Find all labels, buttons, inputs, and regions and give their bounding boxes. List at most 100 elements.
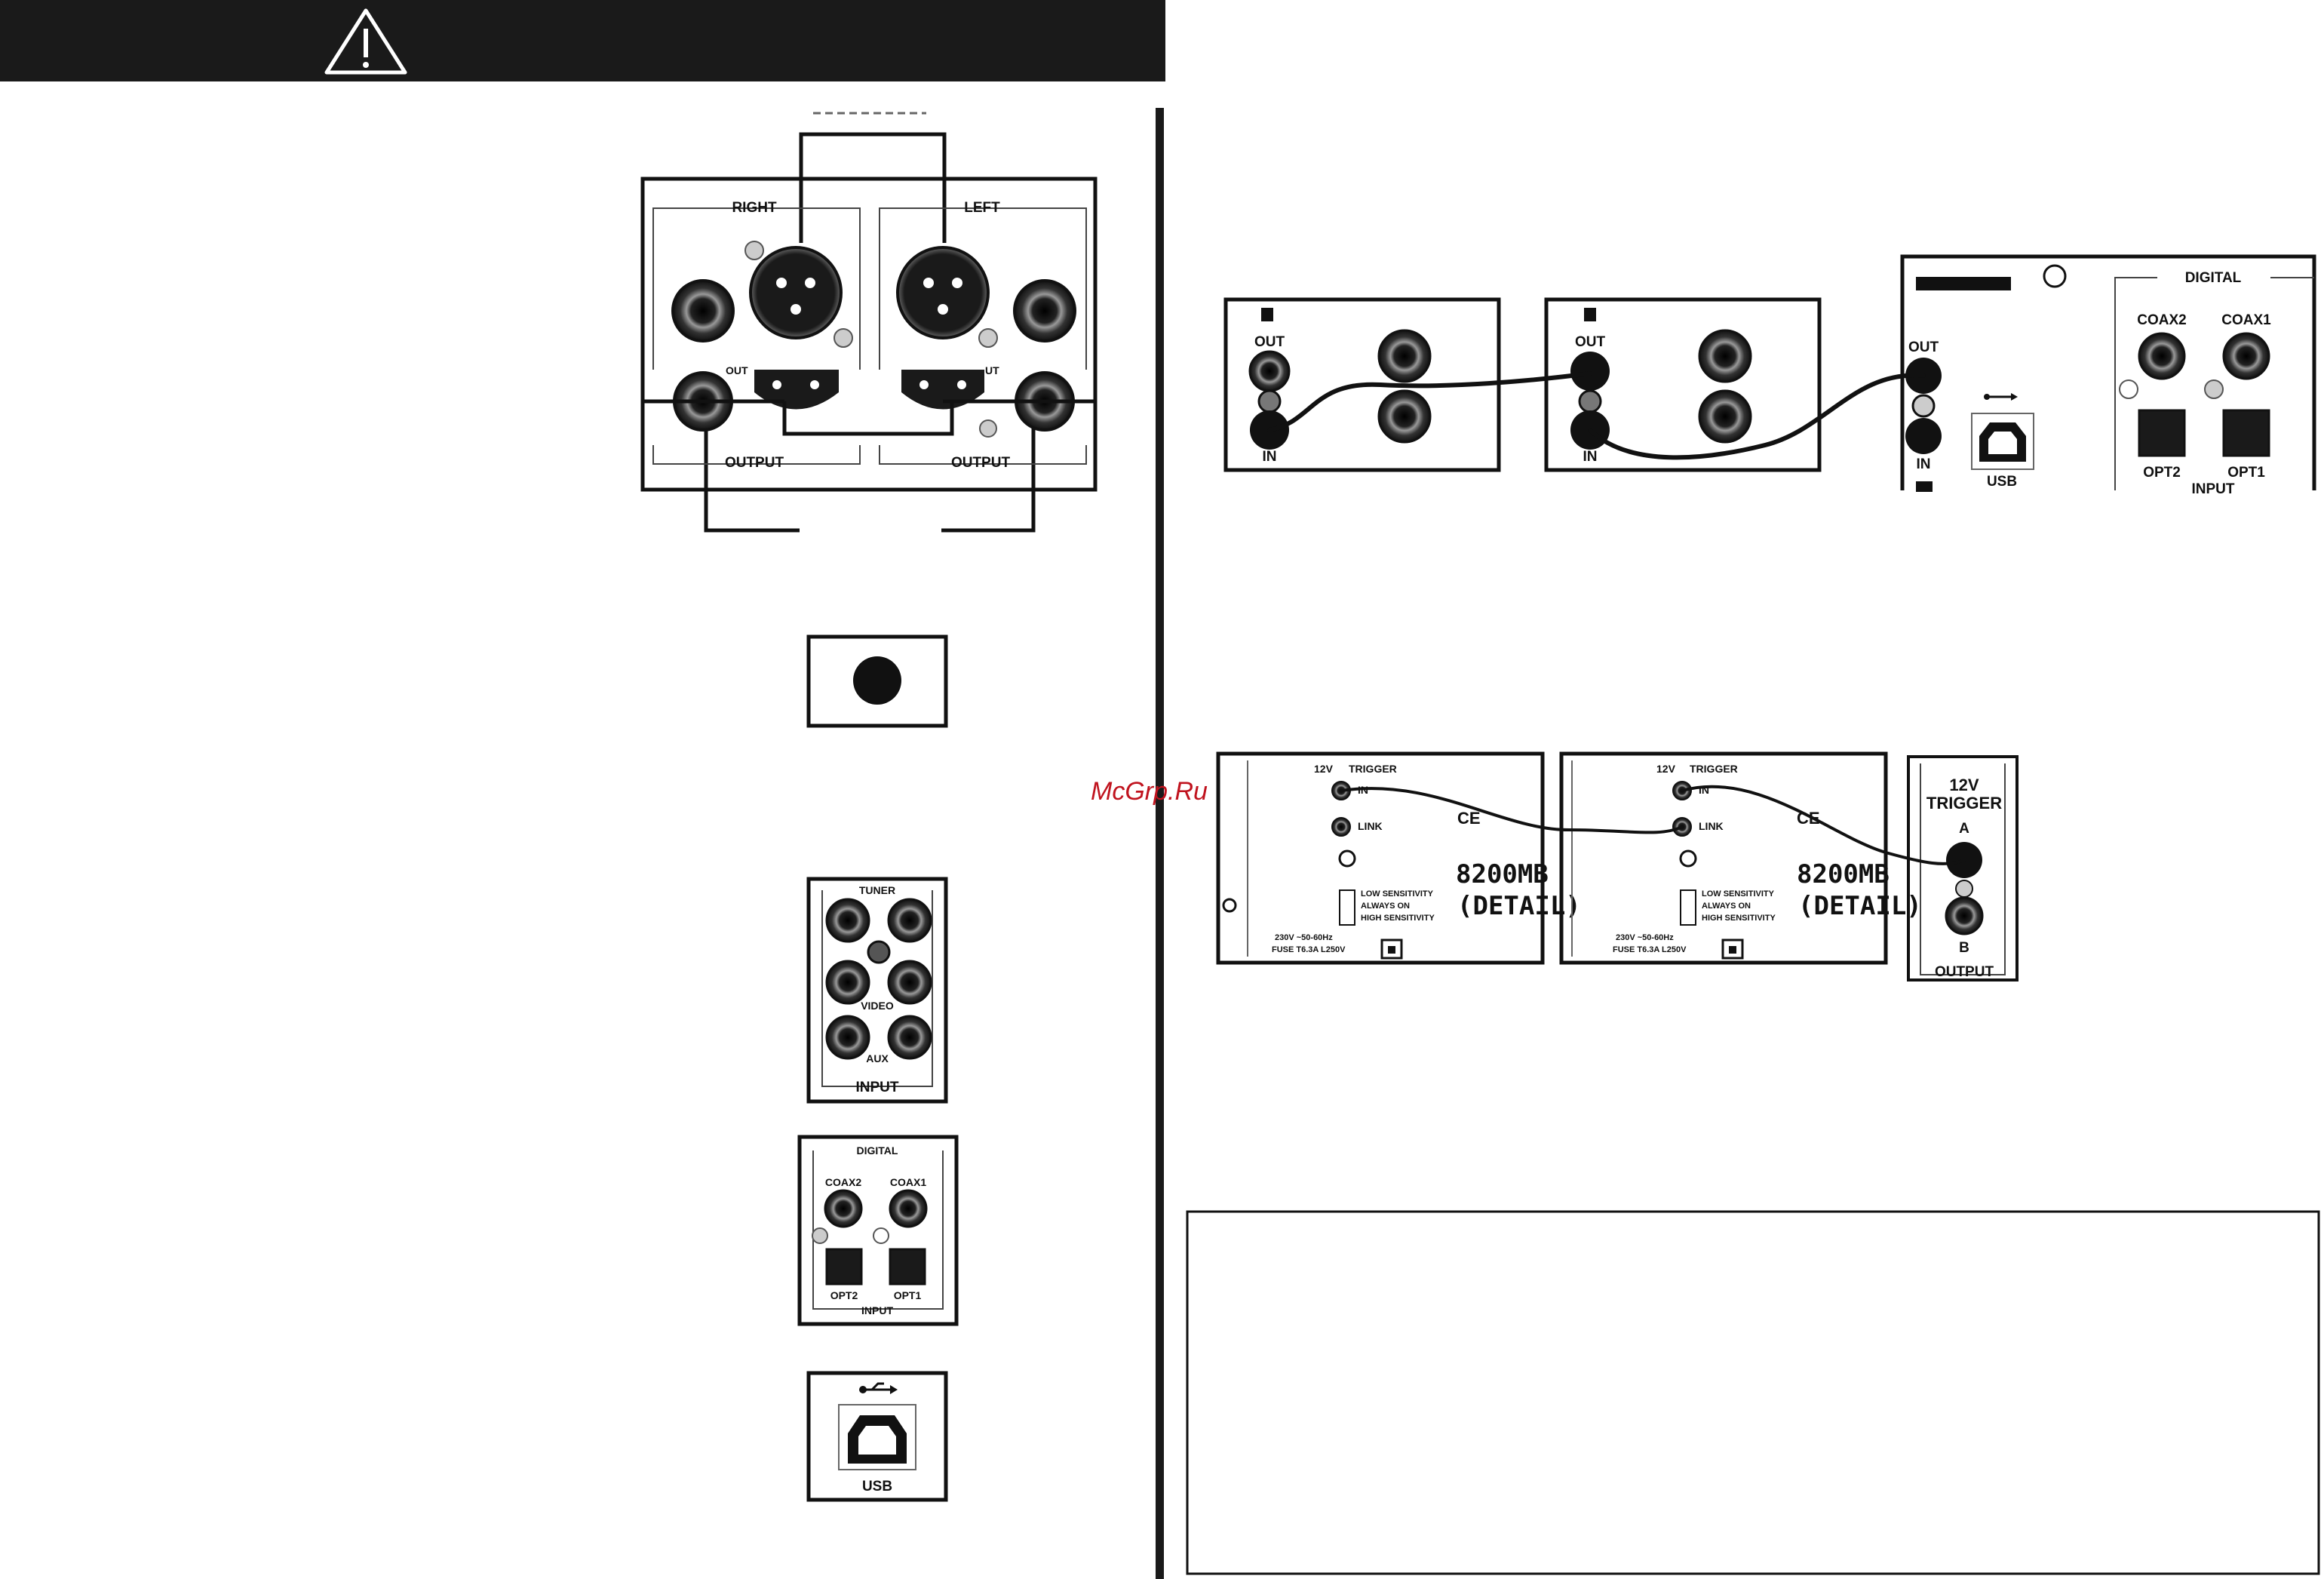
ir-source-unit: OUT IN USB DIGITAL COAX2 COAX1 — [1900, 254, 2316, 497]
digital-label: DIGITAL — [857, 1144, 898, 1157]
ir-chain-diagram: OUT IN OUT IN OUT — [1223, 254, 2316, 497]
rca-left-top-jack[interactable] — [1013, 279, 1076, 343]
source-out-label: OUT — [1908, 339, 1939, 355]
amp1-fuse-spec: FUSE T6.3A L250V — [1272, 945, 1346, 954]
source-usb-port[interactable] — [1971, 413, 2034, 470]
ir-unit-1: OUT IN — [1223, 297, 1501, 472]
unit2-in-label: IN — [1583, 449, 1598, 465]
right-channel-label: RIGHT — [732, 200, 777, 216]
analog-input-panel: TUNER VIDEO AUX INPUT — [806, 877, 948, 1104]
amp1-model: 8200MB — [1456, 859, 1549, 889]
trigger-cable-2 — [1681, 785, 1966, 865]
coax2-jack[interactable] — [824, 1189, 863, 1228]
amp1-always-on: ALWAYS ON — [1361, 902, 1410, 911]
amp1-sensitivity-switch[interactable] — [1339, 889, 1355, 926]
aux-label: AUX — [866, 1052, 889, 1064]
source-coax2-label: COAX2 — [2137, 312, 2186, 328]
trigger-output-b-jack[interactable] — [1945, 896, 1984, 935]
source-opt1-label: OPT1 — [2227, 465, 2265, 481]
out-label-left: UT — [985, 364, 999, 376]
source-coax2-jack[interactable] — [2138, 332, 2186, 380]
trigger-chain-diagram: 12V TRIGGER IN LINK CE LOW SENSITIVITY A… — [1216, 751, 2019, 981]
warning-banner — [0, 0, 1165, 81]
single-jack-panel — [806, 634, 948, 728]
aux-left-jack[interactable] — [825, 1015, 870, 1060]
video-label: VIDEO — [861, 1000, 894, 1012]
source-in-label: IN — [1917, 456, 1931, 472]
opt1-port[interactable] — [889, 1248, 926, 1286]
amp2-fuse-spec: FUSE T6.3A L250V — [1613, 945, 1687, 954]
unit1-out-label: OUT — [1254, 334, 1285, 350]
source-usb-symbol-icon — [1984, 393, 2018, 401]
tuner-left-jack[interactable] — [825, 898, 870, 943]
source-digital-label: DIGITAL — [2185, 270, 2242, 286]
rca-right-top-jack[interactable] — [671, 279, 735, 343]
amp1-link-label: LINK — [1358, 820, 1383, 832]
amp1-trigger-label: TRIGGER — [1349, 763, 1397, 775]
output-label-right: OUTPUT — [725, 455, 784, 471]
usb-symbol-icon — [859, 1382, 898, 1394]
amp2-detail: (DETAIL) — [1798, 891, 1922, 921]
source-input-label: INPUT — [2192, 481, 2235, 497]
unit2-out-label: OUT — [1575, 334, 1606, 350]
amp2-sensitivity-switch[interactable] — [1680, 889, 1696, 926]
tuner-label: TUNER — [859, 884, 895, 896]
amp2-trigger-label: TRIGGER — [1690, 763, 1738, 775]
xlr-right-connector[interactable] — [744, 241, 853, 348]
amp-2-panel: 12V TRIGGER IN LINK CE LOW SENSITIVITY A… — [1559, 751, 1922, 965]
video-right-jack[interactable] — [887, 960, 932, 1005]
trigger-output-12v: 12V — [1949, 776, 1979, 794]
opt1-label: OPT1 — [894, 1289, 922, 1301]
source-opt1-port[interactable] — [2222, 409, 2270, 457]
video-left-jack[interactable] — [825, 960, 870, 1005]
coax2-label: COAX2 — [825, 1176, 861, 1188]
output-label-left: OUTPUT — [951, 455, 1011, 471]
amp2-12v-label: 12V — [1656, 763, 1676, 775]
amp2-power-spec: 230V ~50-60Hz — [1616, 933, 1674, 942]
amp1-power-spec: 230V ~50-60Hz — [1275, 933, 1333, 942]
ir-cable-2 — [1588, 373, 1926, 460]
aux-right-jack[interactable] — [887, 1015, 932, 1060]
source-in-jack[interactable] — [1905, 418, 1942, 454]
note-box — [1186, 1210, 2320, 1575]
amp1-high-sens: HIGH SENSITIVITY — [1361, 914, 1435, 923]
unit1-out-jack[interactable] — [1248, 350, 1291, 392]
usb-b-port[interactable] — [838, 1404, 916, 1470]
xlr-left-connector[interactable] — [896, 246, 998, 348]
usb-panel: USB — [806, 1371, 948, 1502]
digital-input-label: INPUT — [861, 1304, 893, 1316]
opt2-port[interactable] — [825, 1248, 863, 1286]
source-opt2-port[interactable] — [2138, 409, 2186, 457]
balanced-output-panel: RIGHT LEFT — [640, 112, 1098, 533]
source-opt2-label: OPT2 — [2143, 465, 2181, 481]
amp2-link-label: LINK — [1699, 820, 1724, 832]
trigger-output-panel: 12V TRIGGER A B OUTPUT — [1907, 755, 2019, 981]
trigger-output-a-label: A — [1959, 821, 1969, 837]
unit1-in-label: IN — [1263, 449, 1277, 465]
trigger-output-output-label: OUTPUT — [1935, 964, 1994, 980]
amp1-low-sens: LOW SENSITIVITY — [1361, 889, 1434, 899]
trigger-cable-1 — [1340, 787, 1684, 834]
source-coax1-jack[interactable] — [2222, 332, 2270, 380]
input-label: INPUT — [856, 1080, 899, 1095]
usb-label: USB — [862, 1479, 892, 1495]
warning-triangle-icon — [324, 8, 407, 75]
amp2-always-on: ALWAYS ON — [1702, 902, 1751, 911]
out-label-right: OUT — [726, 364, 748, 376]
amp2-low-sens: LOW SENSITIVITY — [1702, 889, 1775, 899]
amp1-link-jack[interactable] — [1331, 817, 1351, 837]
opt2-label: OPT2 — [830, 1289, 858, 1301]
amp2-model: 8200MB — [1797, 859, 1890, 889]
amp1-12v-label: 12V — [1314, 763, 1334, 775]
amp1-ce-mark: CE — [1457, 809, 1481, 828]
ir-unit-2: OUT IN — [1544, 297, 1822, 472]
ir-cable-1 — [1267, 371, 1592, 432]
trigger-output-trigger: TRIGGER — [1926, 794, 2002, 813]
rca-left-bottom-jack[interactable] — [979, 371, 1075, 438]
trigger-jack[interactable] — [853, 656, 901, 705]
digital-input-panel: DIGITAL COAX2 COAX1 OPT2 OPT1 INPUT — [797, 1135, 959, 1326]
amp2-high-sens: HIGH SENSITIVITY — [1702, 914, 1776, 923]
left-channel-label: LEFT — [964, 200, 1000, 216]
tuner-right-jack[interactable] — [887, 898, 932, 943]
coax1-jack[interactable] — [889, 1189, 928, 1228]
